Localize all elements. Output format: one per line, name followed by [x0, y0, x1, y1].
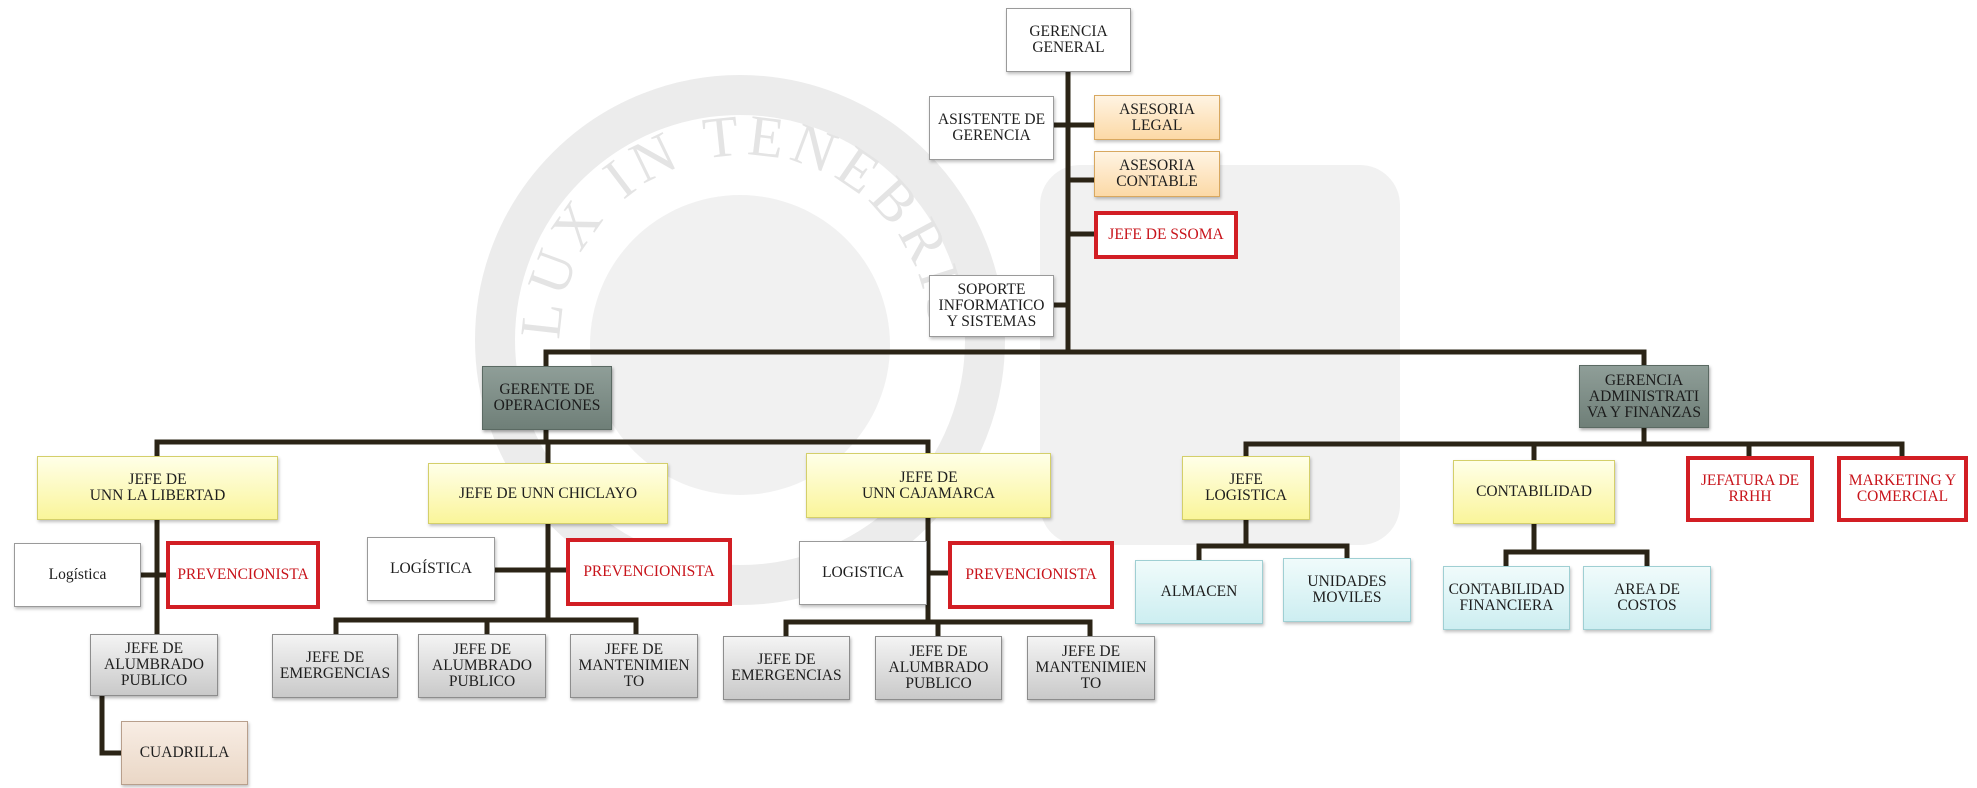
node-jefe-ssoma: JEFE DE SSOMA	[1094, 211, 1238, 259]
node-contabilidad-financiera: CONTABILIDAD FINANCIERA	[1443, 566, 1570, 630]
node-jefe-unn-la-libertad: JEFE DE UNN LA LIBERTAD	[37, 456, 278, 520]
node-gerente-operaciones: GERENTE DE OPERACIONES	[482, 366, 612, 430]
node-jefe-alumbrado-libertad: JEFE DE ALUMBRADO PUBLICO	[90, 634, 218, 696]
node-jefe-alumbrado-chiclayo: JEFE DE ALUMBRADO PUBLICO	[418, 634, 546, 698]
node-jefe-unn-chiclayo: JEFE DE UNN CHICLAYO	[428, 463, 668, 524]
node-asistente-gerencia: ASISTENTE DE GERENCIA	[929, 96, 1054, 160]
node-soporte-informatico: SOPORTE INFORMATICO Y SISTEMAS	[929, 275, 1054, 337]
node-jefe-unn-cajamarca: JEFE DE UNN CAJAMARCA	[806, 453, 1051, 518]
node-jefe-mantenimiento-chiclayo: JEFE DE MANTENIMIEN TO	[570, 634, 698, 698]
node-cuadrilla: CUADRILLA	[121, 721, 248, 785]
node-jefe-emergencias-chiclayo: JEFE DE EMERGENCIAS	[272, 634, 398, 698]
node-prevencionista-cajamarca: PREVENCIONISTA	[948, 541, 1114, 609]
node-logistica-chiclayo: LOGÍSTICA	[367, 537, 495, 601]
node-almacen: ALMACEN	[1135, 560, 1263, 624]
node-prevencionista-chiclayo: PREVENCIONISTA	[566, 538, 732, 606]
seal-right-shield	[1040, 165, 1400, 545]
node-prevencionista-libertad: PREVENCIONISTA	[166, 541, 320, 609]
node-asesoria-legal: ASESORIA LEGAL	[1094, 95, 1220, 140]
seal-inner-disc	[590, 195, 890, 495]
node-jefe-alumbrado-cajamarca: JEFE DE ALUMBRADO PUBLICO	[875, 636, 1002, 700]
node-asesoria-contable: ASESORIA CONTABLE	[1094, 151, 1220, 197]
node-unidades-moviles: UNIDADES MOVILES	[1283, 558, 1411, 622]
node-area-costos: AREA DE COSTOS	[1583, 566, 1711, 630]
node-marketing-comercial: MARKETING Y COMERCIAL	[1837, 456, 1968, 522]
node-logistica-libertad: Logística	[14, 543, 141, 607]
node-gerencia-administrativa: GERENCIA ADMINISTRATI VA Y FINANZAS	[1579, 365, 1709, 428]
node-jefe-mantenimiento-cajamarca: JEFE DE MANTENIMIEN TO	[1027, 636, 1155, 700]
node-jefatura-rrhh: JEFATURA DE RRHH	[1686, 456, 1814, 522]
node-contabilidad: CONTABILIDAD	[1453, 460, 1615, 524]
seal-outer-ring	[475, 75, 1005, 605]
node-jefe-logistica: JEFE LOGISTICA	[1182, 456, 1310, 520]
node-jefe-emergencias-cajamarca: JEFE DE EMERGENCIAS	[723, 636, 850, 700]
node-gerencia-general: GERENCIA GENERAL	[1006, 8, 1131, 72]
node-logistica-cajamarca: LOGISTICA	[799, 541, 927, 605]
